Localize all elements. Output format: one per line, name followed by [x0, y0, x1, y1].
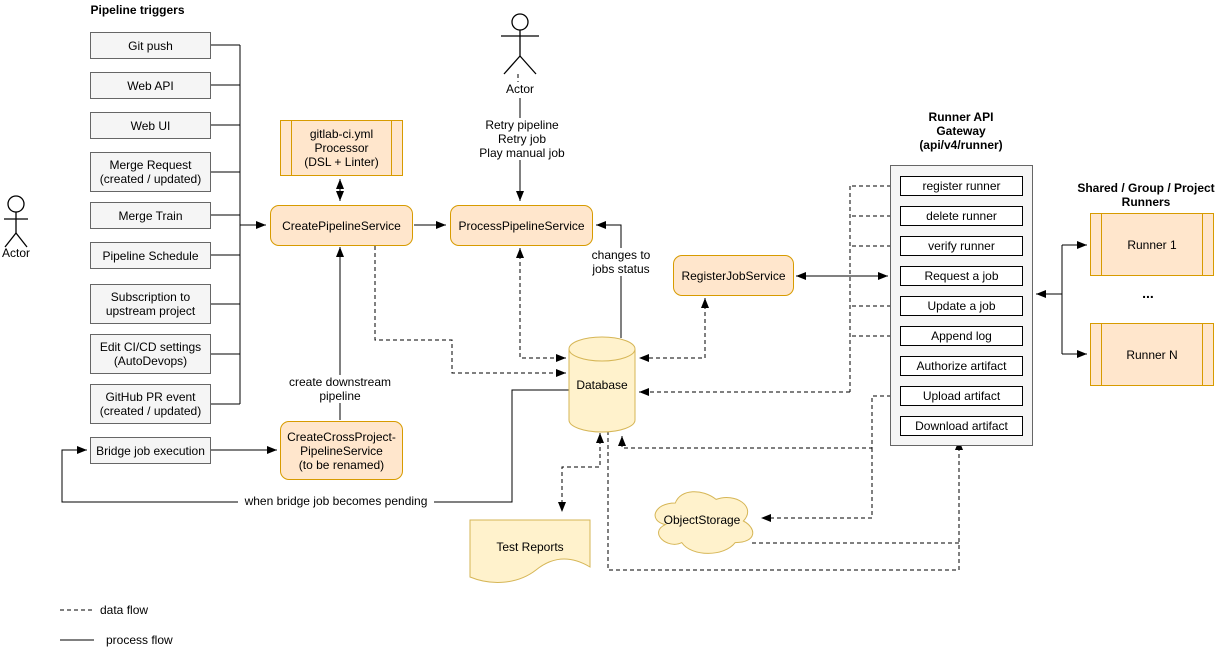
runner-n: Runner N [1090, 323, 1214, 386]
gitlab-ci-processor-label: gitlab-ci.yml Processor (DSL + Linter) [304, 127, 379, 169]
retry-actions-label: Retry pipeline Retry job Play manual job [462, 118, 582, 160]
changes-jobs-status-label: changes to jobs status [576, 248, 666, 276]
trigger-subscription: Subscription to upstream project [90, 284, 211, 324]
gateway-delete-runner: delete runner [900, 206, 1023, 226]
runner-bus-lines [1036, 241, 1087, 358]
component-bar [1202, 214, 1203, 275]
pipeline-triggers-title: Pipeline triggers [90, 3, 185, 17]
trigger-github-pr: GitHub PR event (created / updated) [90, 384, 211, 424]
gateway-register-runner: register runner [900, 176, 1023, 196]
left-actor-icon [4, 195, 28, 248]
bridge-pending-label: when bridge job becomes pending [238, 494, 434, 508]
trigger-bus-lines [210, 44, 266, 405]
trigger-bridge-job: Bridge job execution [90, 437, 211, 464]
component-bar [1101, 324, 1102, 385]
component-bar [1101, 214, 1102, 275]
create-cross-project-service: CreateCrossProject- PipelineService (to … [280, 421, 403, 480]
trigger-merge-request: Merge Request (created / updated) [90, 152, 211, 192]
component-bar [291, 121, 292, 175]
top-actor-label: Actor [505, 82, 534, 96]
object-storage-label: ObjectStorage [663, 513, 741, 527]
runners-ellipsis: ... [1142, 285, 1154, 301]
gateway-verify-runner: verify runner [900, 236, 1023, 256]
test-reports-shape [469, 519, 591, 583]
legend-data-flow-label: data flow [100, 603, 149, 617]
gateway-update-job: Update a job [900, 296, 1023, 316]
trigger-web-ui: Web UI [90, 112, 211, 139]
gitlab-ci-processor: gitlab-ci.yml Processor (DSL + Linter) [280, 120, 403, 176]
trigger-git-push: Git push [90, 32, 211, 59]
database-label: Database [576, 378, 628, 392]
component-bar [1202, 324, 1203, 385]
legend-process-flow-label: process flow [106, 633, 173, 647]
create-downstream-label: create downstream pipeline [268, 375, 412, 403]
left-actor-label: Actor [1, 246, 30, 260]
gateway-download-artifact: Download artifact [900, 416, 1023, 436]
gateway-request-job: Request a job [900, 266, 1023, 286]
runner-n-label: Runner N [1126, 347, 1178, 362]
gateway-authorize-artifact: Authorize artifact [900, 356, 1023, 376]
trigger-edit-cicd: Edit CI/CD settings (AutoDevops) [90, 334, 211, 374]
trigger-merge-train: Merge Train [90, 202, 211, 229]
component-bar [391, 121, 392, 175]
database-shape [568, 336, 636, 433]
top-actor-icon [501, 13, 539, 75]
object-storage-shape [654, 491, 754, 554]
gateway-upload-artifact: Upload artifact [900, 386, 1023, 406]
create-pipeline-service: CreatePipelineService [270, 205, 413, 246]
jobs-status-edge [596, 221, 622, 338]
test-reports-label: Test Reports [496, 540, 564, 554]
runners-title: Shared / Group / Project Runners [1077, 181, 1215, 209]
register-job-service: RegisterJobService [673, 255, 794, 296]
gateway-title: Runner API Gateway (api/v4/runner) [919, 110, 1003, 152]
runner-1-label: Runner 1 [1127, 237, 1177, 252]
gateway-append-log: Append log [900, 326, 1023, 346]
trigger-pipeline-schedule: Pipeline Schedule [90, 242, 211, 269]
trigger-web-api: Web API [90, 72, 211, 99]
runner-1: Runner 1 [1090, 213, 1214, 276]
process-pipeline-service: ProcessPipelineService [450, 205, 593, 246]
